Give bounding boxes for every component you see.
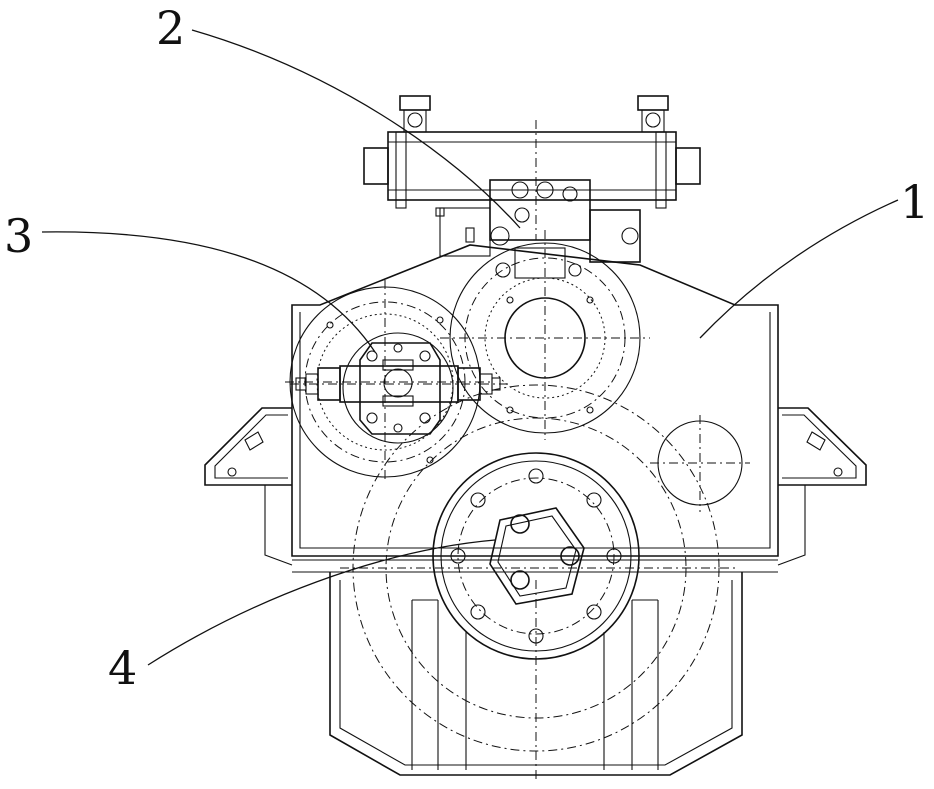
leader-line-3 bbox=[42, 232, 375, 352]
callout-1: 1 bbox=[900, 175, 929, 229]
callout-2: 2 bbox=[156, 1, 185, 55]
lower-sump bbox=[330, 572, 742, 780]
gearbox-housing bbox=[205, 245, 866, 572]
output-gear bbox=[340, 385, 735, 751]
cooler-assembly bbox=[364, 96, 700, 278]
callout-3: 3 bbox=[4, 209, 33, 263]
leader-line-1 bbox=[700, 200, 898, 338]
callout-4: 4 bbox=[108, 641, 137, 695]
leader-line-4 bbox=[148, 540, 495, 665]
leader-line-2 bbox=[192, 30, 520, 228]
inspection-port bbox=[650, 415, 750, 512]
